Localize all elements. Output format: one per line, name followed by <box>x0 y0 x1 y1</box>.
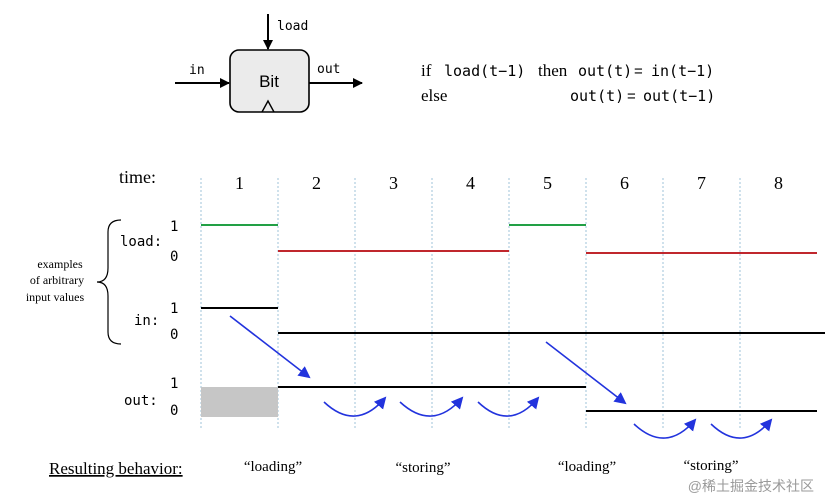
clock-triangle-icon <box>261 99 275 113</box>
time-gridlines <box>200 178 741 430</box>
in-pin-label: in <box>189 63 205 78</box>
out-signal-label: out: <box>124 393 158 409</box>
brace-note-line1: examples <box>37 257 83 271</box>
formula-line2-rhs: out(t−1) <box>643 87 715 105</box>
time-step-label: 6 <box>620 173 629 193</box>
storing-arrow-icon <box>633 418 697 439</box>
formula-line1-lhs: out(t) <box>578 62 632 80</box>
formula-else: else <box>421 86 447 105</box>
out-high-label: 1 <box>170 376 178 392</box>
signal-waveforms <box>201 224 825 417</box>
storing-arrow-icon <box>710 418 773 439</box>
bit-formula: if load(t−1) then out(t) = in(t−1) else … <box>421 61 715 105</box>
brace-note-line3: input values <box>26 290 85 304</box>
time-step-label: 1 <box>235 173 244 193</box>
formula-if: if <box>421 61 432 80</box>
load-signal-label: load: <box>120 234 162 250</box>
time-axis-label: time: <box>119 167 156 187</box>
time-step-label: 4 <box>466 173 475 193</box>
chip-name: Bit <box>259 72 279 91</box>
time-step-label: 2 <box>312 173 321 193</box>
behavior-label-storing-2: “storing” <box>684 458 739 474</box>
formula-cond: load(t−1) <box>444 62 525 80</box>
in-low-label: 0 <box>170 327 178 343</box>
storing-arrow-icon <box>477 396 540 417</box>
out-low-label: 0 <box>170 403 178 419</box>
load-high-label: 1 <box>170 219 178 235</box>
behavior-heading: Resulting behavior: <box>49 459 183 478</box>
storing-arrow-icon <box>323 396 387 417</box>
formula-then: then <box>538 61 568 80</box>
behavior-label-storing-1: “storing” <box>396 460 451 476</box>
transfer-arrows <box>229 315 773 439</box>
load-pin-label: load <box>277 19 308 34</box>
time-step-label: 3 <box>389 173 398 193</box>
loading-arrow-icon <box>545 341 627 405</box>
brace-note-line2: of arbitrary <box>30 273 84 287</box>
chip-body <box>229 49 310 113</box>
formula-line1-rhs: in(t−1) <box>651 62 714 80</box>
in-high-label: 1 <box>170 301 178 317</box>
time-step-labels: 1 2 3 4 5 6 7 8 <box>235 173 783 193</box>
time-step-label: 5 <box>543 173 552 193</box>
out-pin-label: out <box>317 62 340 77</box>
load-low-label: 0 <box>170 249 178 265</box>
time-step-label: 7 <box>697 173 706 193</box>
behavior-label-loading-2: “loading” <box>558 459 616 475</box>
storing-arrow-icon <box>399 396 464 417</box>
unknown-value-block <box>201 387 278 417</box>
behavior-label-loading-1: “loading” <box>244 459 302 475</box>
input-brace-icon <box>96 219 122 345</box>
formula-line1-eq: = <box>634 63 643 80</box>
formula-line2-lhs: out(t) <box>570 87 624 105</box>
formula-line2-eq: = <box>627 88 636 105</box>
watermark: @稀土掘金技术社区 <box>688 478 814 494</box>
bit-chip: Bit load in out <box>175 14 363 113</box>
time-step-label: 8 <box>774 173 783 193</box>
in-signal-label: in: <box>134 313 159 329</box>
loading-arrow-icon <box>229 315 311 379</box>
